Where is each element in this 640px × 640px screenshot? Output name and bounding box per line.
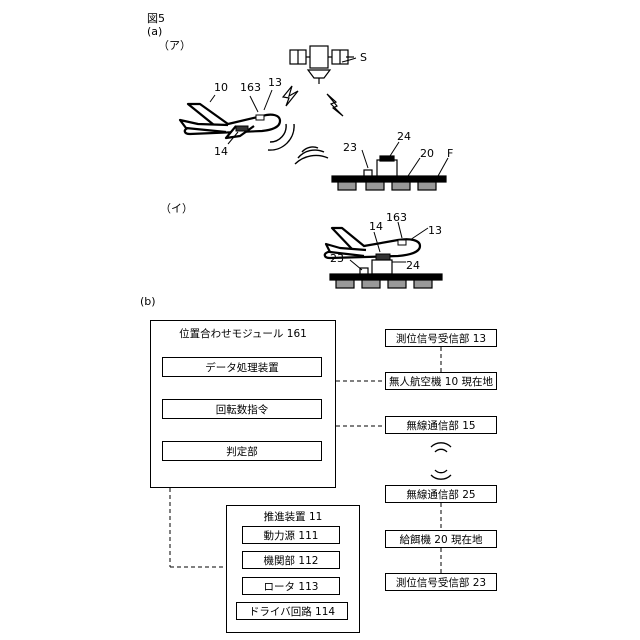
label-aircraft: 10 (214, 82, 228, 94)
module-item-data-processor: データ処理装置 (162, 357, 322, 377)
figure-title: 図5 (147, 13, 165, 25)
right-box-feeder-location: 給餌機 20 現在地 (385, 530, 497, 548)
label-a-sub2: （イ） (160, 203, 193, 215)
label-facility: F (447, 148, 453, 160)
satellite-icon (290, 46, 354, 84)
propulsion-item-driver: ドライバ回路 114 (236, 602, 348, 620)
propulsion-item-rotor: ロータ 113 (242, 577, 340, 595)
propulsion-item-power: 動力源 111 (242, 526, 340, 544)
label-receiver-num: 13 (268, 77, 282, 89)
label-station-right-2: 24 (406, 260, 420, 272)
module-item-rpm-command: 回転数指令 (162, 399, 322, 419)
label-a-sub1: （ア） (158, 40, 191, 52)
right-box-receiver-23: 測位信号受信部 23 (385, 573, 497, 591)
right-box-radio-25: 無線通信部 25 (385, 485, 497, 503)
propulsion-title: 推進装置 11 (226, 509, 360, 524)
label-radio: 14 (214, 146, 228, 158)
label-b: (b) (140, 296, 156, 308)
aircraft-icon (180, 104, 280, 138)
signal-bolt-icon (283, 86, 298, 106)
feeder-station (330, 260, 442, 288)
wireless-wave-icon (431, 443, 451, 479)
label-receiver-top-2: 163 (386, 212, 407, 224)
alignment-module-title: 位置合わせモジュール 161 (150, 326, 336, 341)
right-box-receiver-13: 測位信号受信部 13 (385, 329, 497, 347)
module-item-judgment: 判定部 (162, 441, 322, 461)
label-satellite: S (360, 52, 367, 64)
label-receiver-num-2: 13 (428, 225, 442, 237)
label-receiver-top: 163 (240, 82, 261, 94)
label-radio-2: 14 (369, 221, 383, 233)
label-a: (a) (147, 26, 162, 38)
label-station-left: 23 (343, 142, 357, 154)
label-station-right: 20 (420, 148, 434, 160)
label-station-left-2: 23 (330, 253, 344, 265)
propulsion-item-engine: 機関部 112 (242, 551, 340, 569)
radio-wave-icon (268, 124, 328, 164)
feeder-station (332, 156, 446, 190)
right-box-radio-15: 無線通信部 15 (385, 416, 497, 434)
label-station-top: 24 (397, 131, 411, 143)
right-box-uav-location: 無人航空機 10 現在地 (385, 372, 497, 390)
signal-bolt-icon (327, 94, 343, 116)
